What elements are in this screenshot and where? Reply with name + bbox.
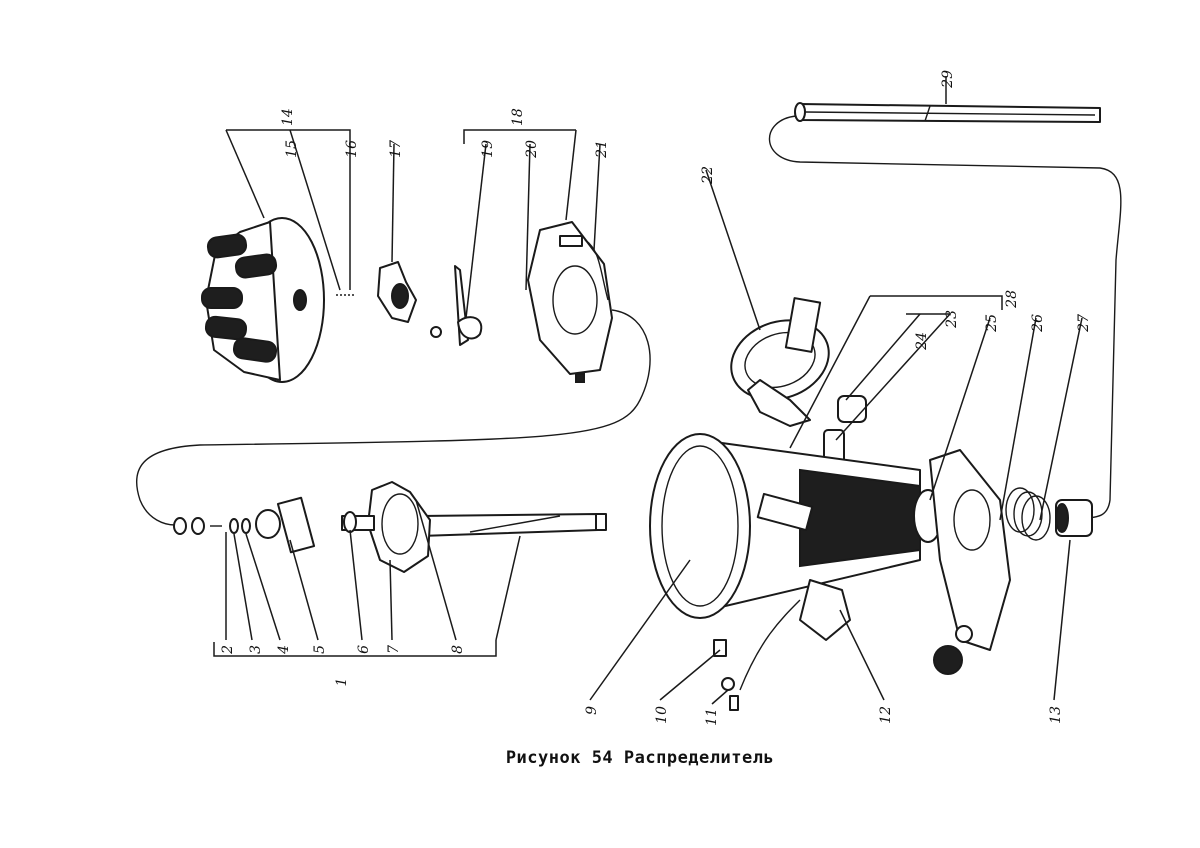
label-12: 12: [878, 706, 894, 724]
label-16: 16: [344, 140, 360, 158]
part-6-cam: [341, 511, 375, 533]
label-1: 1: [334, 678, 350, 687]
part-27-spring: [1005, 487, 1051, 541]
label-27: 27: [1076, 314, 1092, 333]
figure-caption: Рисунок 54 Распределитель: [505, 748, 775, 768]
parts-2-3-4-small-hardware: [173, 517, 251, 535]
label-15: 15: [284, 140, 300, 158]
part-29-drive-shaft: [794, 102, 1101, 123]
label-26: 26: [1030, 314, 1046, 333]
label-9: 9: [584, 706, 600, 715]
label-17: 17: [388, 140, 404, 158]
connector-line-29-13: [768, 115, 1122, 519]
part-8-weights: [367, 481, 431, 573]
label-29: 29: [940, 70, 956, 89]
label-3: 3: [248, 645, 264, 654]
label-28: 28: [1004, 290, 1020, 309]
part-21-breaker-plate: [527, 221, 613, 383]
part-22-vacuum-regulator: [730, 297, 830, 427]
part-13-bushing: [1055, 499, 1093, 537]
part-5-octane-corrector: [255, 496, 316, 554]
label-13: 13: [1048, 706, 1064, 724]
label-14: 14: [280, 108, 296, 126]
label-6: 6: [356, 645, 372, 654]
part-19-contact-arm: [430, 265, 483, 346]
leader-lines: [213, 129, 1083, 705]
part-24-cap: [837, 395, 867, 423]
label-7: 7: [386, 645, 402, 654]
label-10: 10: [654, 706, 670, 724]
small-nuts-bottom: [933, 625, 973, 675]
connector-line-21-2: [136, 309, 651, 526]
part-26-flange-plate: [929, 449, 1011, 651]
part-1-shaft: [419, 513, 607, 537]
label-18: 18: [510, 108, 526, 126]
label-21: 21: [594, 140, 610, 159]
label-23: 23: [944, 310, 960, 329]
label-20: 20: [524, 140, 540, 159]
part-17-rotor: [377, 261, 417, 323]
label-11: 11: [704, 708, 720, 726]
part-14-distributor-cap: [201, 217, 325, 383]
label-8: 8: [450, 645, 466, 654]
label-25: 25: [984, 314, 1000, 333]
label-2: 2: [220, 645, 236, 655]
part-28-housing: [649, 433, 943, 619]
label-5: 5: [312, 645, 328, 654]
label-24: 24: [914, 332, 930, 351]
label-19: 19: [480, 140, 496, 158]
label-22: 22: [700, 166, 716, 185]
label-4: 4: [276, 645, 292, 655]
part-12-wire-clamp: [739, 579, 851, 691]
